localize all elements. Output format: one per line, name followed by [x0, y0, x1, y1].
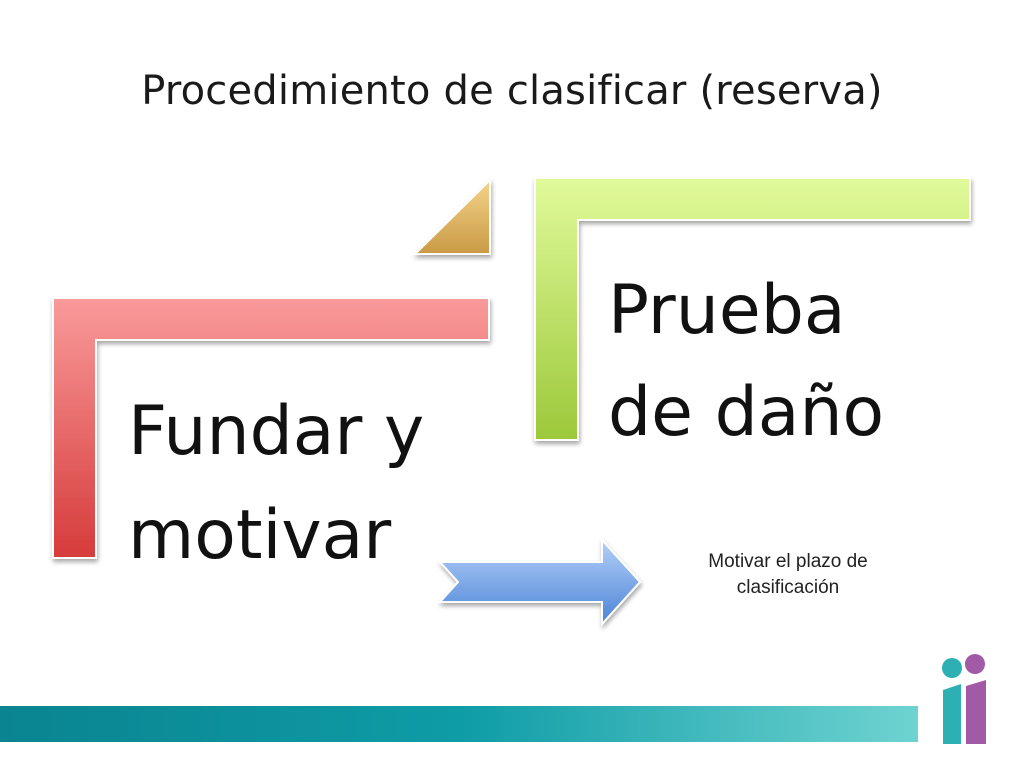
- arrow-note-line2: clasificación: [736, 577, 840, 598]
- step1-label: Fundar y motivar: [128, 380, 424, 588]
- footer-band: [0, 706, 918, 742]
- step1-label-line2: motivar: [128, 496, 392, 575]
- step2-label-line1: Prueba: [608, 271, 846, 350]
- step1-label-line1: Fundar y: [128, 392, 425, 471]
- connector-triangle: [412, 177, 491, 255]
- step2-corner-shape: [534, 177, 971, 441]
- step1-corner-shape: [52, 297, 490, 559]
- arrow-note-line1: Motivar el plazo de: [708, 551, 868, 572]
- step2-label: Prueba de daño: [608, 260, 884, 464]
- arrow-note: Motivar el plazo de clasificación: [668, 549, 908, 601]
- slide-title: Procedimiento de clasificar (reserva): [141, 68, 883, 114]
- step2-label-line2: de daño: [608, 373, 885, 452]
- right-arrow-icon: [437, 537, 642, 627]
- ii-logo-icon: [942, 654, 986, 744]
